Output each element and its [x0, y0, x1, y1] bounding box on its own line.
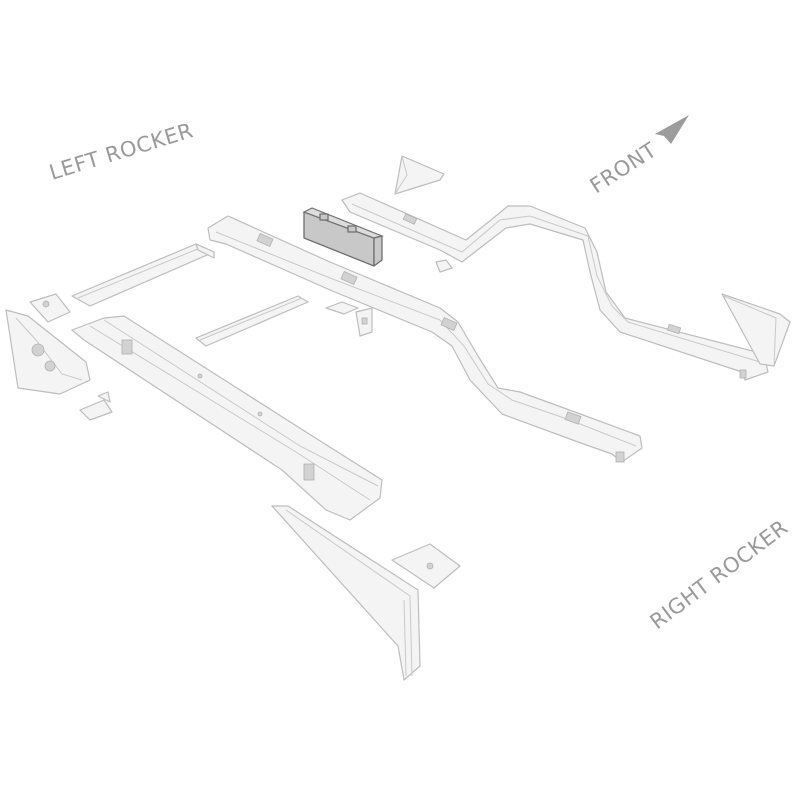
left-upper-crossbar — [71, 243, 215, 307]
rear-floor-bracket — [391, 543, 461, 589]
front-label: FRONT — [586, 138, 661, 199]
top-gusset-bracket — [394, 155, 445, 195]
left-rocker-label: LEFT ROCKER — [46, 118, 196, 185]
highlighted-crossmember — [302, 207, 384, 267]
left-lower-clip — [79, 391, 113, 421]
left-rocker-outer-panel — [5, 309, 91, 395]
front-indicator: FRONT — [586, 115, 689, 198]
small-mount-bracket-b — [355, 307, 373, 337]
left-end-bracket — [29, 293, 71, 323]
right-rocker-label: RIGHT ROCKER — [646, 515, 793, 634]
right-frame-rail — [341, 192, 769, 381]
center-frame-rail — [207, 215, 643, 463]
middle-crossbar — [195, 295, 309, 347]
small-clip — [435, 259, 453, 273]
small-mount-bracket-a — [325, 301, 359, 315]
right-rocker-end-cap — [721, 293, 791, 367]
left-rocker-channel — [71, 315, 383, 521]
triangle-arrow-icon — [655, 115, 689, 144]
rear-quarter-panel — [271, 505, 421, 681]
